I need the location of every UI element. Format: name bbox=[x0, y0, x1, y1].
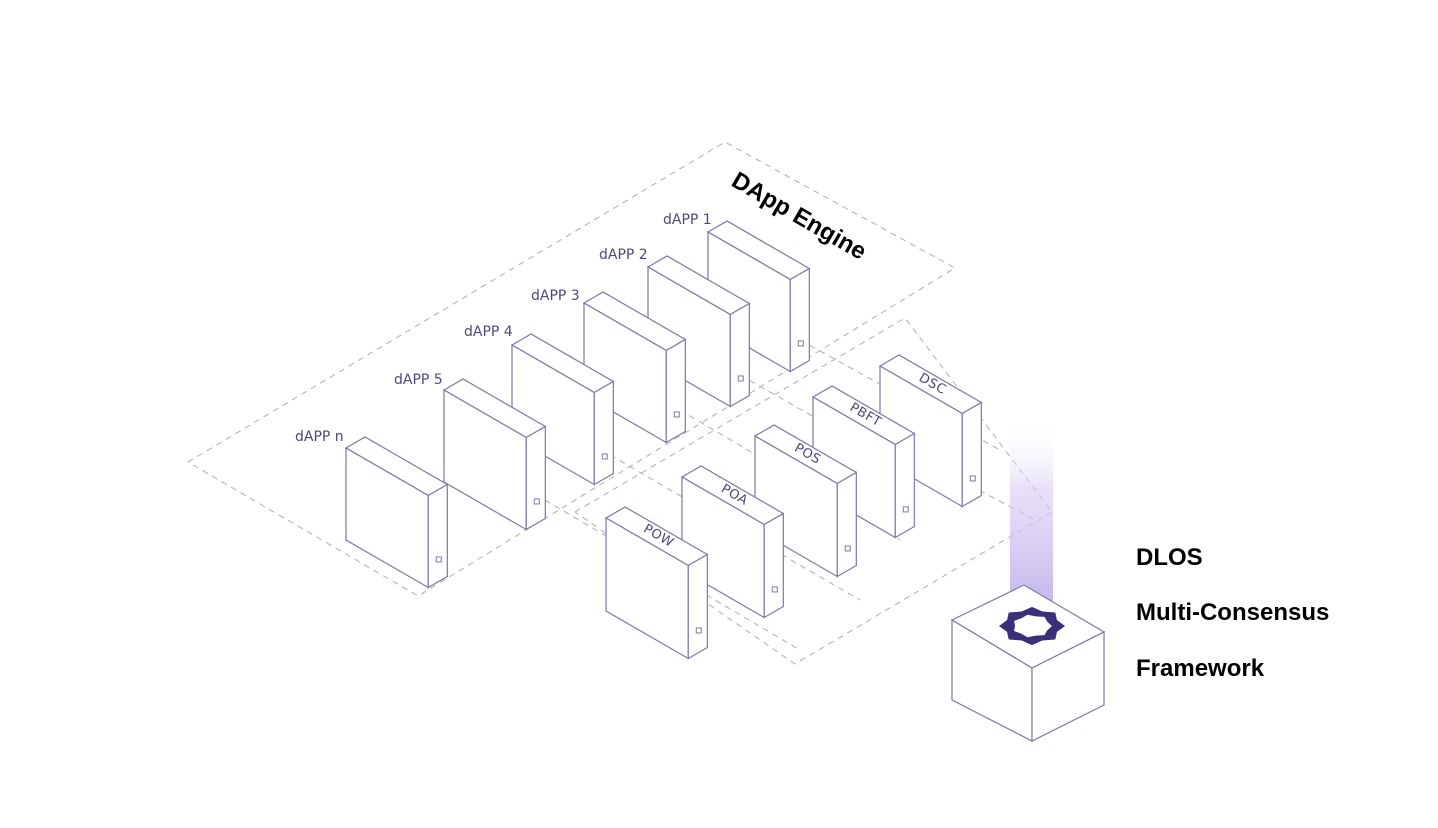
consensus-box-5 bbox=[604, 506, 709, 660]
consensus-box-1 bbox=[878, 354, 983, 508]
dapp-box-1-indicator bbox=[797, 340, 804, 347]
dapp-label-1: dAPP 1 bbox=[663, 212, 712, 228]
light-beam bbox=[1010, 418, 1053, 618]
dapp-label-2: dAPP 2 bbox=[599, 247, 648, 263]
dapp-box-1 bbox=[706, 220, 811, 373]
dapp-box-5 bbox=[442, 378, 547, 531]
consensus-box-3-side bbox=[836, 471, 857, 578]
dapp-label-4: dAPP 4 bbox=[464, 324, 513, 340]
dapp-label-6: dAPP n bbox=[295, 429, 344, 445]
dapp-box-3-side bbox=[665, 338, 686, 444]
dapp-label-5: dAPP 5 bbox=[394, 372, 443, 388]
consensus-box-3 bbox=[753, 424, 858, 578]
consensus-box-4-side bbox=[763, 512, 784, 619]
dapp-label-3: dAPP 3 bbox=[531, 288, 580, 304]
consensus-box-5-indicator bbox=[695, 627, 702, 634]
dapp-box-6-side bbox=[427, 483, 448, 589]
consensus-box-2-side bbox=[894, 432, 915, 539]
dapp-box-4 bbox=[510, 333, 615, 486]
framework-label-line-1: DLOS bbox=[1136, 544, 1203, 571]
consensus-box-2-indicator bbox=[902, 506, 909, 513]
framework-label-line-3: Framework bbox=[1136, 655, 1265, 682]
dapp-box-5-side bbox=[525, 425, 546, 531]
dapp-box-6 bbox=[344, 436, 449, 589]
dapp-box-1-side bbox=[789, 267, 810, 373]
dapp-boxes: dAPP 1 dAPP 2 dAPP 3 dAPP 4 dAPP 5 dAPP n bbox=[295, 212, 811, 589]
dapp-box-2 bbox=[646, 255, 751, 408]
consensus-platform-outline bbox=[573, 317, 1053, 665]
dapp-box-6-indicator bbox=[435, 556, 442, 563]
framework-right-face bbox=[1031, 631, 1105, 742]
consensus-box-5-side bbox=[687, 553, 708, 660]
dapp-box-4-indicator bbox=[601, 453, 608, 460]
framework-block bbox=[950, 418, 1106, 742]
consensus-box-2 bbox=[811, 385, 916, 539]
consensus-box-3-indicator bbox=[844, 545, 851, 552]
framework-label-line-2: Multi-Consensus bbox=[1136, 599, 1329, 626]
dapp-box-2-side bbox=[729, 302, 750, 408]
dapp-box-2-indicator bbox=[737, 375, 744, 382]
consensus-box-4-indicator bbox=[771, 586, 778, 593]
gear-icon bbox=[999, 606, 1065, 646]
consensus-box-4 bbox=[680, 465, 785, 619]
dapp-box-3-indicator bbox=[673, 411, 680, 418]
consensus-box-1-indicator bbox=[969, 475, 976, 482]
dapp-box-5-indicator bbox=[533, 498, 540, 505]
consensus-box-1-side bbox=[961, 401, 982, 508]
dapp-box-4-side bbox=[593, 380, 614, 486]
